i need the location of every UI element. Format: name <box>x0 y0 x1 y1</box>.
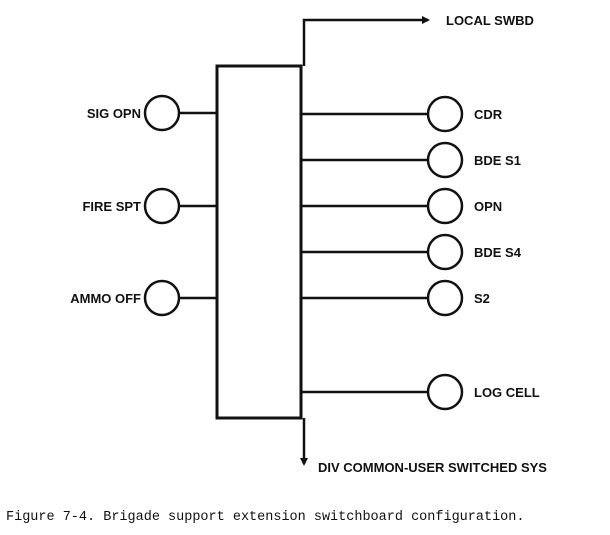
station-cdr: CDR <box>301 95 503 133</box>
station-log-cell: LOG CELL <box>301 373 540 411</box>
left-stations: SIG OPN FIRE SPT AMMO OFF <box>70 94 217 317</box>
figure-caption: Figure 7-4. Brigade support extension sw… <box>6 510 524 525</box>
div-common-label: DIV COMMON-USER SWITCHED SYS <box>318 460 547 475</box>
local-swbd-label: LOCAL SWBD <box>446 13 534 28</box>
telephone-circle <box>426 141 464 179</box>
station-label: BDE S4 <box>474 245 522 260</box>
telephone-circle <box>426 279 464 317</box>
station-label: S2 <box>474 291 490 306</box>
telephone-circle <box>426 373 464 411</box>
telephone-circle <box>143 94 181 132</box>
station-ammo-off: AMMO OFF <box>70 279 217 317</box>
local-swbd-line <box>302 16 430 66</box>
telephone-circle <box>143 187 181 225</box>
station-fire-spt: FIRE SPT <box>82 187 217 225</box>
station-label: SIG OPN <box>87 106 141 121</box>
station-label: OPN <box>474 199 502 214</box>
station-sig-opn: SIG OPN <box>87 94 217 132</box>
telephone-circle <box>143 279 181 317</box>
station-label: CDR <box>474 107 503 122</box>
station-opn: OPN <box>301 187 502 225</box>
station-label: LOG CELL <box>474 385 540 400</box>
telephone-circle <box>426 187 464 225</box>
station-bde-s1: BDE S1 <box>301 141 521 179</box>
station-label: AMMO OFF <box>70 291 141 306</box>
telephone-circle <box>426 233 464 271</box>
station-label: BDE S1 <box>474 153 521 168</box>
telephone-circle <box>426 95 464 133</box>
station-label: FIRE SPT <box>82 199 141 214</box>
station-bde-s4: BDE S4 <box>301 233 522 271</box>
station-s2: S2 <box>301 279 490 317</box>
switchboard-box <box>215 64 303 420</box>
